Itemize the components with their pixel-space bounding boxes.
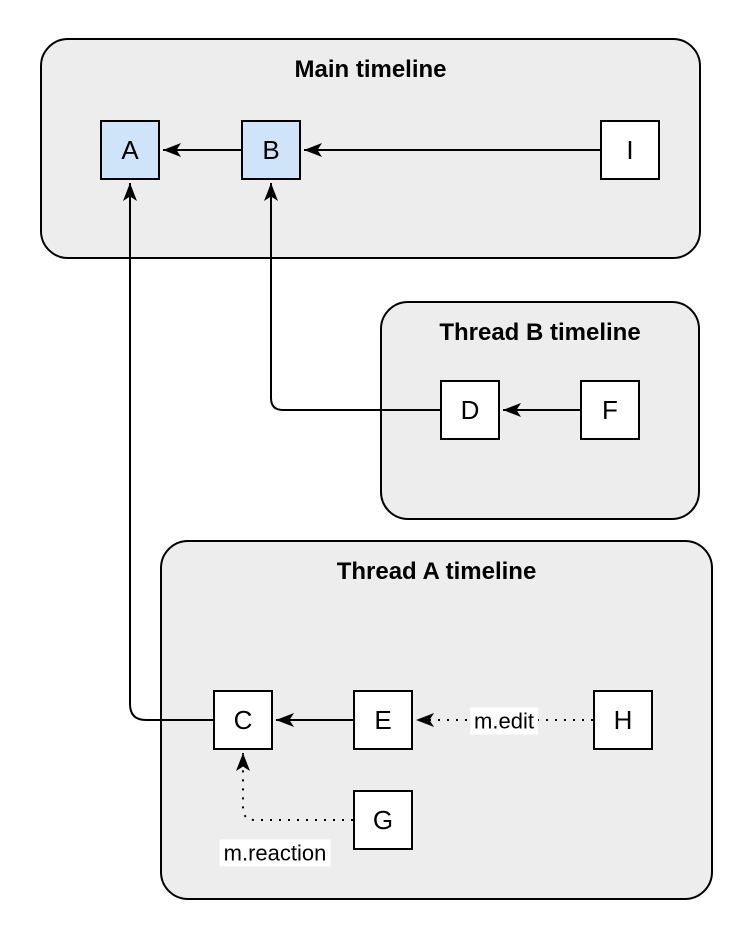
thread-b-timeline-title: Thread B timeline: [439, 319, 641, 346]
node-e: E: [353, 690, 413, 750]
node-c: C: [213, 690, 273, 750]
node-d-label: D: [460, 394, 480, 425]
node-a-label: A: [121, 134, 139, 165]
container-thread-b-timeline: Thread B timeline: [380, 301, 700, 520]
node-c-label: C: [233, 704, 253, 735]
node-b: B: [241, 120, 301, 180]
node-h-label: H: [613, 704, 633, 735]
node-e-label: E: [374, 704, 392, 735]
node-d: D: [440, 380, 500, 440]
node-i-label: I: [626, 134, 634, 165]
node-f: F: [580, 380, 640, 440]
node-a: A: [100, 120, 160, 180]
node-g: G: [353, 790, 413, 850]
node-g-label: G: [372, 804, 394, 835]
main-timeline-title: Main timeline: [294, 56, 447, 83]
node-b-label: B: [262, 134, 280, 165]
edge-label-m-edit: m.edit: [470, 707, 538, 735]
node-i: I: [600, 120, 660, 180]
node-f-label: F: [602, 394, 618, 425]
thread-a-timeline-title: Thread A timeline: [336, 558, 537, 585]
edge-label-m-reaction: m.reaction: [219, 839, 331, 867]
node-h: H: [593, 690, 653, 750]
